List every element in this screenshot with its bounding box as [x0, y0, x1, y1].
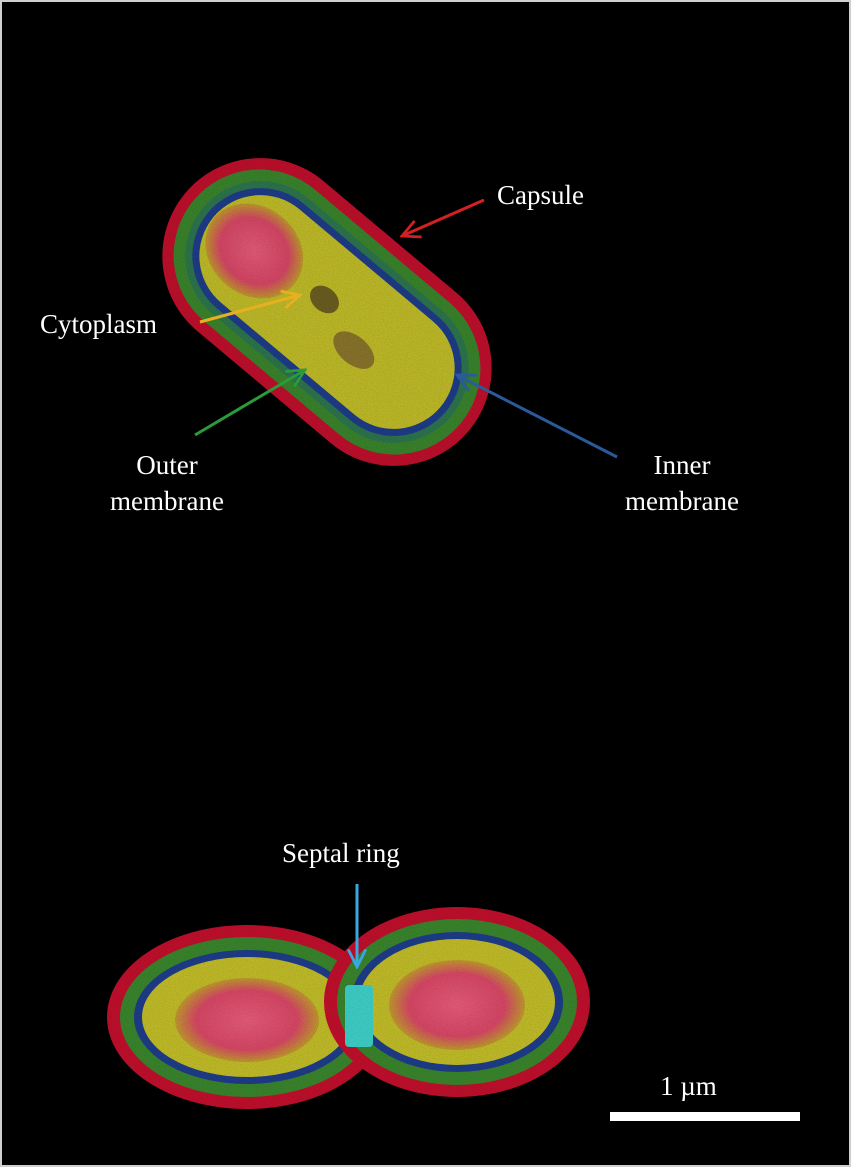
bacterium-rod — [162, 158, 492, 466]
cytoplasm-arrow — [199, 295, 300, 324]
bacterium-dividing — [107, 907, 592, 1122]
cytoplasm-label: Cytoplasm — [40, 309, 158, 339]
capsule-arrow — [402, 198, 485, 236]
capsule-label: Capsule — [497, 180, 584, 210]
inner-membrane-label: Inner membrane — [597, 447, 767, 519]
scale-bar — [610, 1112, 800, 1121]
texture-overlay — [162, 158, 492, 466]
texture-overlay — [107, 907, 592, 1122]
septal-ring-label: Septal ring — [282, 838, 400, 868]
outer-membrane-arrow — [194, 370, 305, 437]
outer-membrane-label-line2: membrane — [110, 486, 224, 516]
inner-membrane-label-line1: Inner — [653, 450, 711, 480]
inner-membrane-arrow — [457, 375, 618, 459]
outer-membrane-label-line1: Outer — [136, 450, 198, 480]
inner-membrane-label-line2: membrane — [625, 486, 739, 516]
scale-bar-label: 1 µm — [660, 1071, 717, 1101]
outer-membrane-label: Outer membrane — [82, 447, 252, 519]
